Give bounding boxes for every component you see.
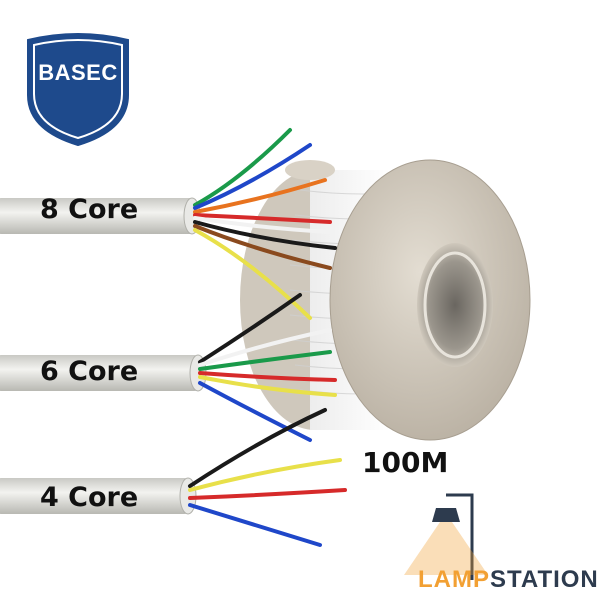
reel-length-label: 100M	[362, 446, 449, 479]
cable-8-core	[0, 128, 337, 320]
cable-label-6-core: 6 Core	[40, 356, 139, 387]
lamp-icon	[404, 493, 488, 580]
cable-label-4-core: 4 Core	[40, 482, 139, 513]
brand-lamp-text: LAMP	[418, 566, 490, 593]
cable-label-8-core: 8 Core	[40, 194, 139, 225]
cable-reel	[240, 159, 531, 441]
brand-station-text: STATION	[490, 566, 599, 593]
lamp-station-logo: LAMPSTATION	[418, 566, 599, 594]
basec-badge-text: BASEC	[38, 60, 118, 85]
basec-shield-logo	[27, 33, 129, 147]
reel-center-hole	[417, 243, 493, 367]
cable-6-core	[0, 293, 337, 442]
cable-4-core	[0, 408, 347, 547]
